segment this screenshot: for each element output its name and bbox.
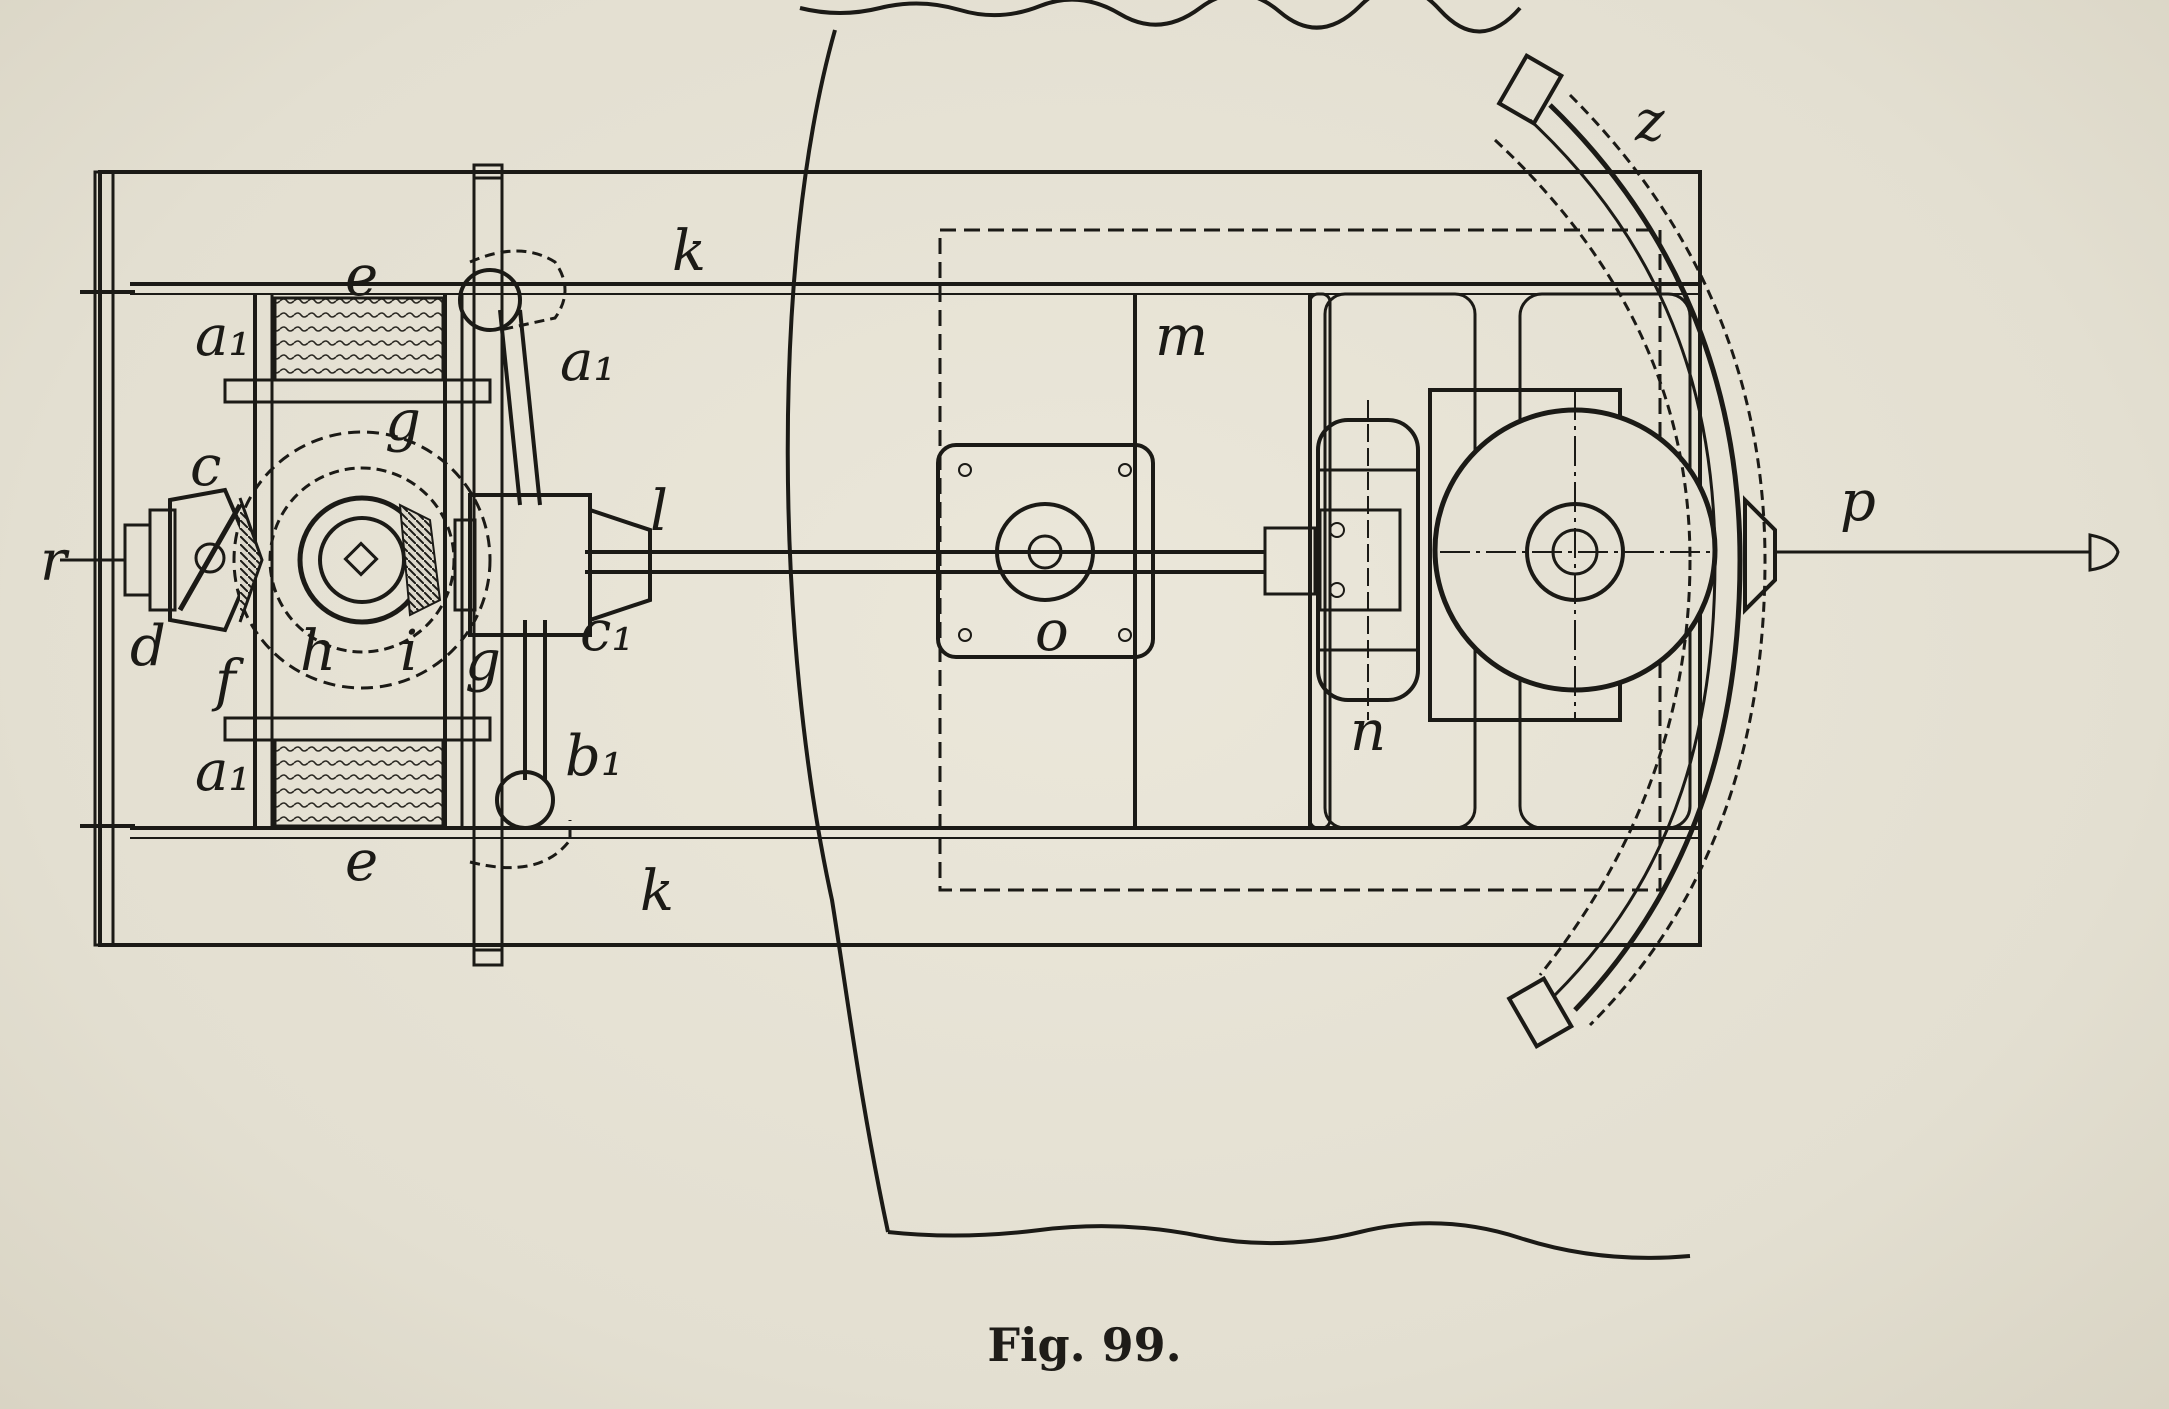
pointer-tip	[2088, 533, 2120, 572]
gear-h-teeth	[398, 503, 442, 617]
label-l: l	[650, 479, 668, 544]
dashed-hub-top	[469, 249, 567, 332]
label-g-bottom: g	[465, 629, 501, 694]
bearing-plate-o	[936, 443, 1155, 659]
label-p: p	[1840, 469, 1876, 534]
label-z: z	[1634, 89, 1665, 154]
label-c: c	[190, 434, 221, 499]
water-edge-top	[799, 0, 1522, 34]
track-end-top	[1496, 53, 1565, 127]
label-e-bottom: e	[345, 829, 378, 894]
water-edge-bottom	[887, 1221, 1691, 1260]
curved-track-z-outer	[1548, 103, 1743, 1012]
label-k-bottom: k	[640, 859, 674, 924]
roller-bottom	[495, 770, 555, 830]
wood-block-bottom	[273, 738, 445, 828]
curved-track-z-inner	[1528, 118, 1717, 997]
gear-housing-c1	[468, 493, 592, 637]
gear-h-inner	[318, 516, 406, 604]
label-c1: c₁	[580, 599, 634, 664]
wood-block-top	[273, 296, 445, 382]
label-e-top: e	[345, 244, 378, 309]
gear-h-dashed-outer	[232, 430, 492, 690]
roller-top	[458, 268, 522, 332]
gear-h-dashed-inner	[268, 466, 456, 654]
label-d: d	[130, 614, 166, 679]
label-i: i	[400, 619, 418, 684]
dashed-hub-bottom	[469, 820, 572, 870]
label-o: o	[1035, 599, 1069, 664]
track-end-bottom	[1506, 975, 1575, 1049]
label-a1-left-top: a₁	[195, 304, 251, 369]
label-b1: b₁	[565, 724, 623, 789]
label-n: n	[1350, 699, 1386, 764]
label-g-top: g	[385, 389, 421, 454]
pointer-base	[1743, 495, 1777, 615]
label-a1-left-bottom: a₁	[195, 739, 251, 804]
label-r: r	[40, 529, 70, 594]
hull-curve	[785, 29, 890, 1233]
figure-caption: Fig. 99.	[987, 1318, 1182, 1372]
label-f: f	[211, 649, 245, 714]
label-a1-right: a₁	[560, 329, 616, 394]
label-m: m	[1155, 304, 1208, 369]
label-h: h	[300, 619, 336, 684]
label-k-top: k	[672, 219, 706, 284]
